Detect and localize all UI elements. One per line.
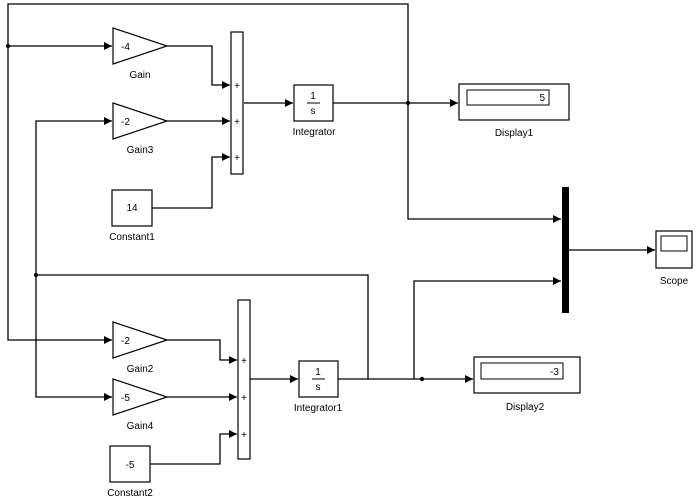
sum1-block[interactable]: + + +: [230, 31, 244, 175]
wire-integrator-to-mux[interactable]: [407, 103, 561, 223]
junction-x2-left: [34, 273, 38, 277]
gain-block[interactable]: -4 Gain: [112, 27, 169, 81]
gain3-block[interactable]: -2 Gain3: [112, 102, 169, 156]
constant1-value: 14: [126, 203, 138, 214]
junction-x1-left: [6, 44, 10, 48]
display1-screen: [466, 89, 550, 106]
integrator1-num: 1: [315, 367, 321, 378]
constant1-label: Constant1: [109, 232, 155, 243]
constant1-block[interactable]: 14 Constant1: [109, 189, 155, 243]
integrator1-label: Integrator1: [294, 403, 343, 414]
junctions: [6, 44, 425, 382]
constant2-value: -5: [126, 460, 135, 471]
wire-gain2-to-sum2[interactable]: [167, 339, 237, 364]
display1-value: 5: [539, 93, 545, 104]
junction-x2: [419, 376, 425, 382]
sum2-sign-2: +: [241, 393, 247, 404]
gain3-label: Gain3: [127, 145, 154, 156]
integrator-label: Integrator: [293, 127, 336, 138]
constant2-label: Constant2: [107, 488, 153, 499]
integrator1-den: s: [316, 382, 321, 393]
scope-block[interactable]: Scope: [655, 230, 693, 287]
sum2-sign-3: +: [241, 430, 247, 441]
display2-label: Display2: [506, 402, 545, 413]
integrator-num: 1: [310, 91, 316, 102]
gain3-value: -2: [121, 117, 130, 128]
sum1-sign-1: +: [234, 81, 240, 92]
gain4-value: -5: [121, 393, 130, 404]
sum1-sign-2: +: [234, 117, 240, 128]
display2-screen: [480, 362, 564, 380]
display1-block[interactable]: 5 Display1: [458, 83, 570, 139]
wire-x1-feedback[interactable]: [7, 3, 409, 344]
sum2-sign-1: +: [241, 356, 247, 367]
wire-constant2-to-sum2[interactable]: [150, 430, 237, 465]
integrator1-block[interactable]: 1 s Integrator1: [294, 360, 343, 414]
sum1-sign-3: +: [234, 153, 240, 164]
integrator-block[interactable]: 1 s Integrator: [293, 84, 336, 138]
gain4-label: Gain4: [127, 421, 154, 432]
gain-value: -4: [121, 42, 130, 53]
mux-block[interactable]: [562, 187, 569, 313]
wire-gain-to-sum1[interactable]: [167, 45, 230, 89]
gain2-label: Gain2: [127, 364, 154, 375]
constant2-block[interactable]: -5 Constant2: [107, 445, 153, 499]
gain2-value: -2: [121, 336, 130, 347]
scope-label: Scope: [660, 276, 689, 287]
wire-integrator1-to-mux[interactable]: [413, 277, 561, 379]
gain4-block[interactable]: -5 Gain4: [112, 378, 169, 432]
display2-value: -3: [550, 367, 559, 378]
gain-label: Gain: [129, 70, 150, 81]
junction-x1: [405, 100, 411, 106]
gain2-block[interactable]: -2 Gain2: [112, 321, 169, 375]
scope-screen: [660, 235, 688, 252]
wire-constant1-to-sum1[interactable]: [152, 153, 230, 209]
display1-label: Display1: [495, 128, 534, 139]
integrator-den: s: [311, 106, 316, 117]
wire-x2-to-gain4[interactable]: [35, 275, 112, 401]
display2-block[interactable]: -3 Display2: [473, 356, 581, 413]
sum2-block[interactable]: + + +: [237, 299, 251, 460]
